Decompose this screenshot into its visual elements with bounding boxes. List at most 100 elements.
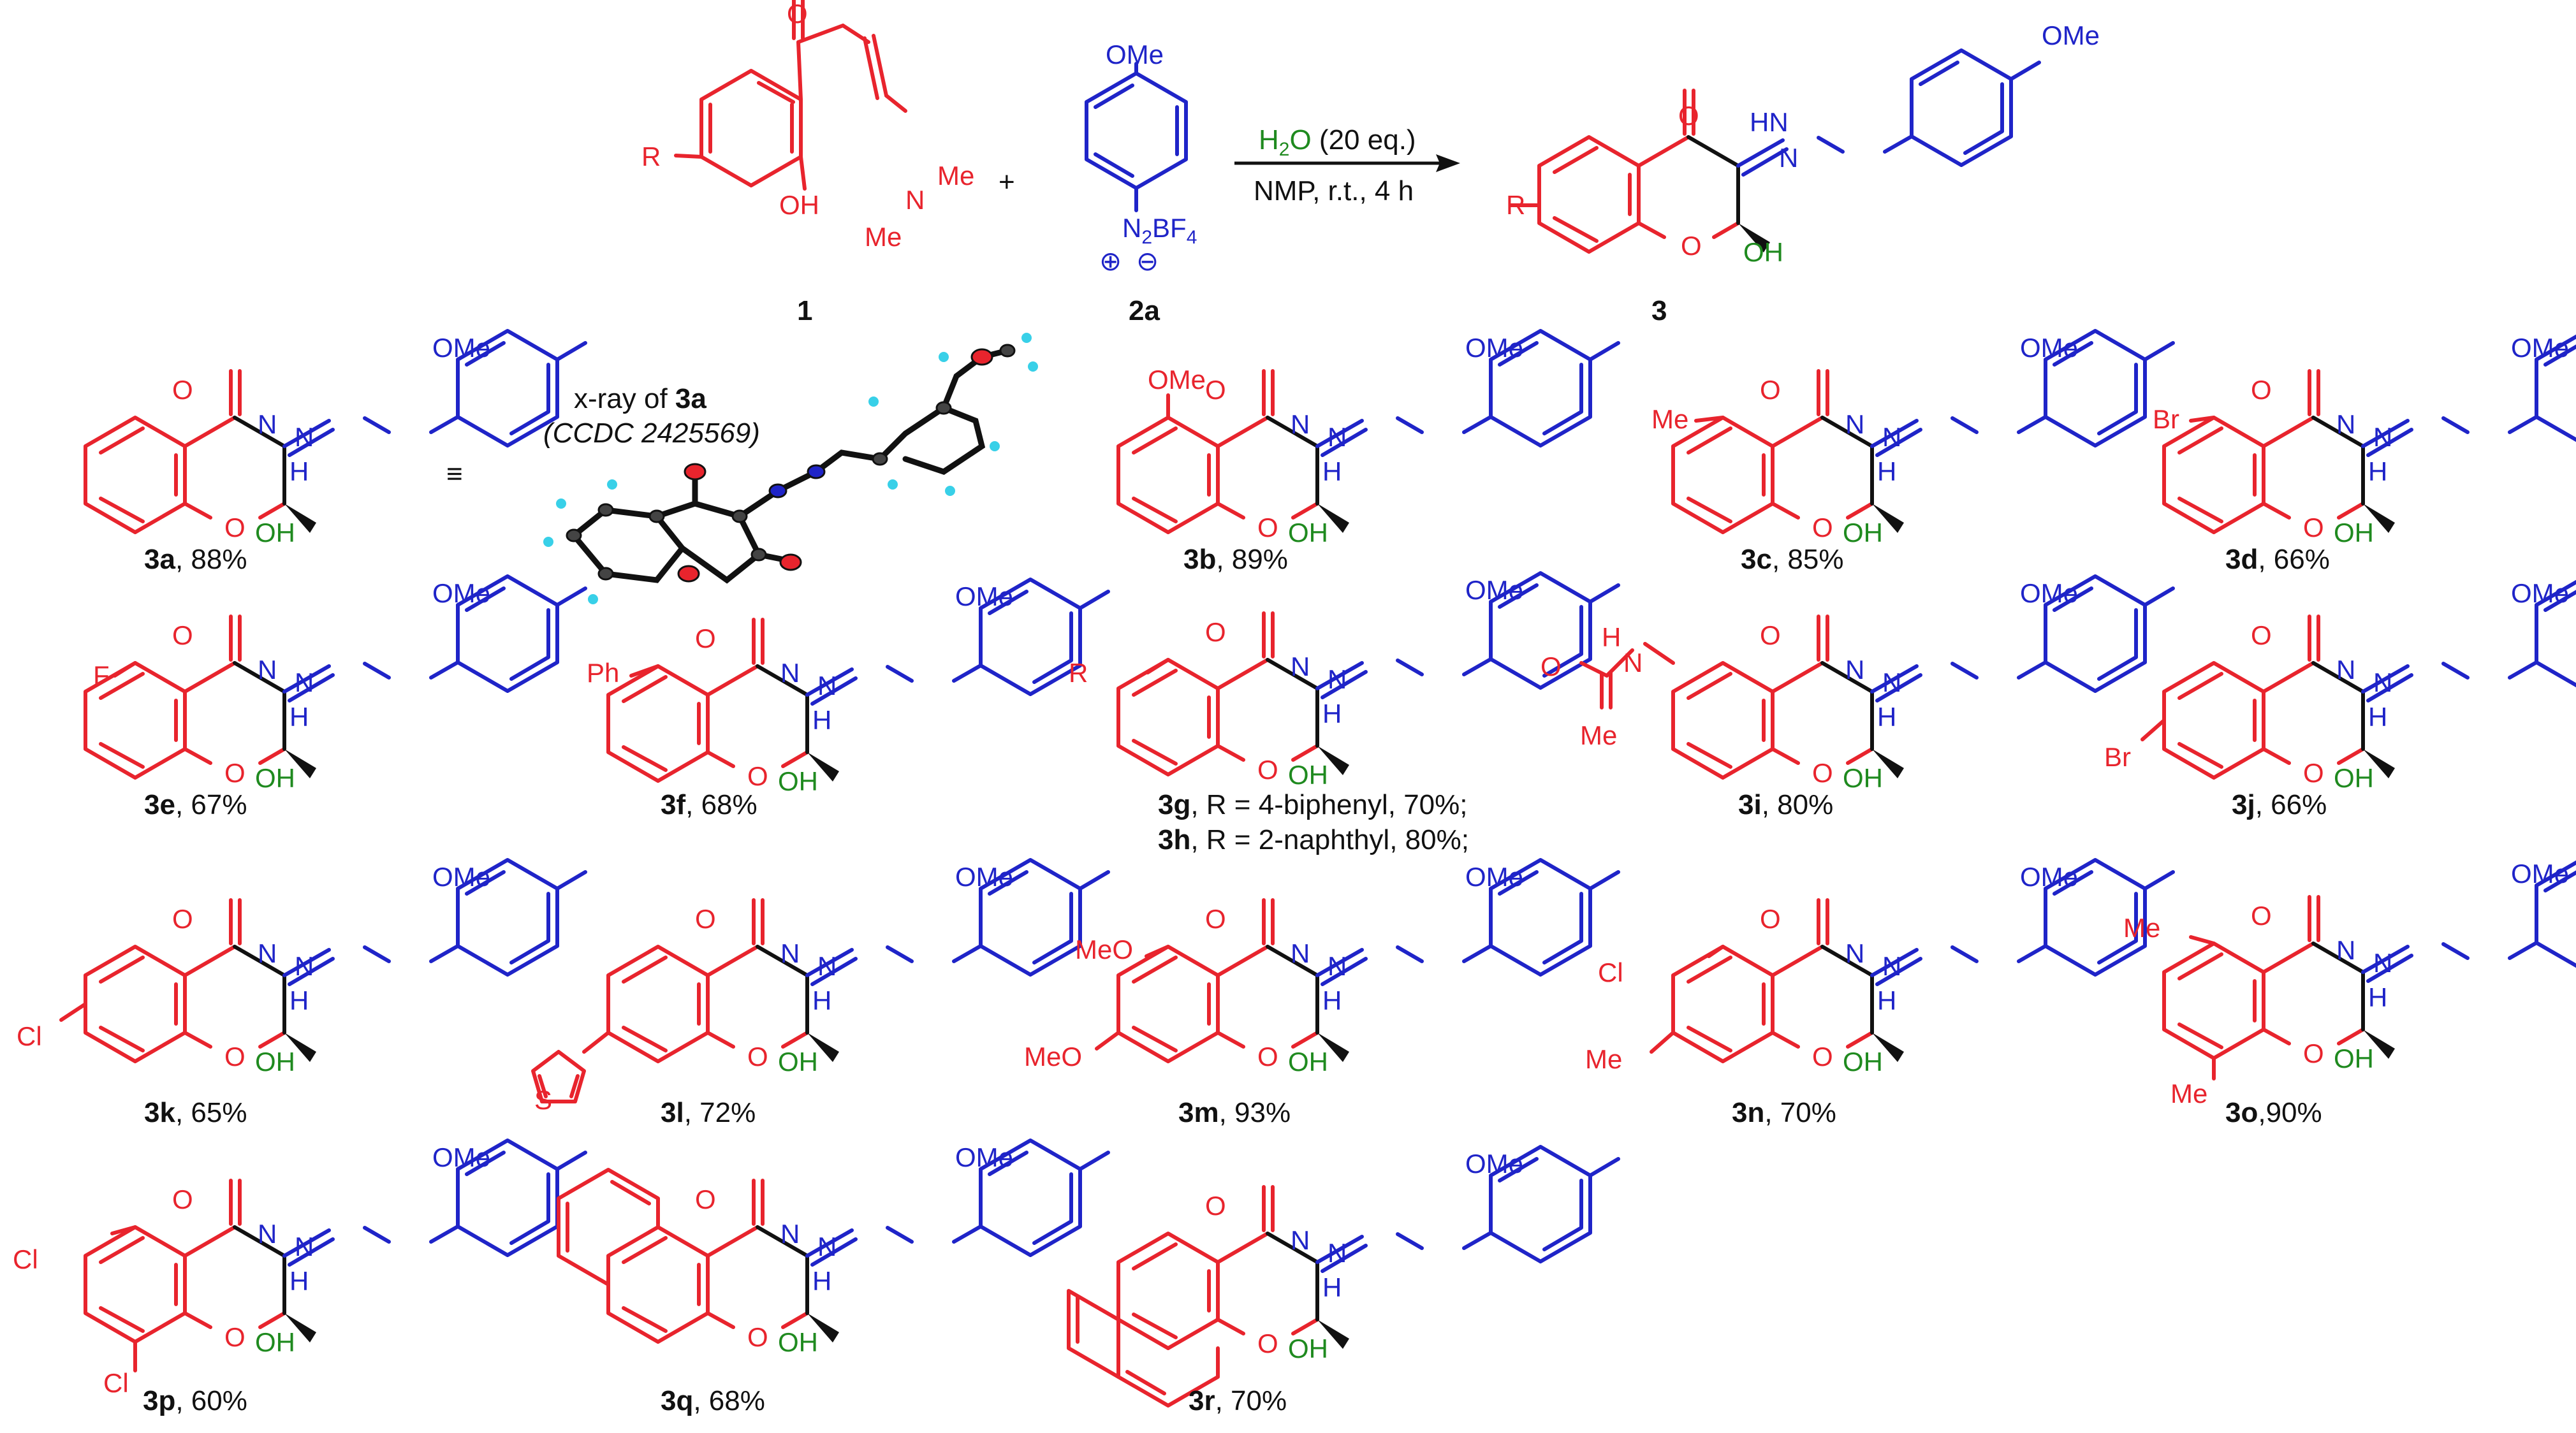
r2-n: N2BF4 — [1122, 213, 1197, 248]
svg-text:O: O — [224, 1322, 245, 1352]
svg-text:N: N — [817, 671, 837, 701]
svg-text:OH: OH — [1843, 763, 1883, 793]
plus-charge: ⊕ — [1099, 246, 1122, 276]
svg-text:N: N — [258, 655, 277, 685]
p3-o-ring: O — [1681, 231, 1702, 261]
svg-text:O: O — [1205, 617, 1226, 647]
p3-oh: OH — [1743, 237, 1783, 267]
svg-text:N: N — [1328, 664, 1347, 694]
svg-text:OMe: OMe — [2020, 578, 2078, 608]
svg-text:H: H — [1877, 456, 1896, 486]
compound-3m: MeO MeO O O OH N N H OMe 3m, 93% — [1024, 860, 1618, 1128]
svg-text:H: H — [812, 1266, 831, 1296]
svg-text:H: H — [1322, 456, 1342, 486]
svg-text:N: N — [1845, 409, 1864, 439]
label-3h: 3h, R = 2-naphthyl, 80%; — [1158, 824, 1469, 855]
svg-text:O: O — [747, 761, 768, 791]
reactant-2a: OMe N2BF4 ⊕ ⊖ 2a — [1085, 40, 1197, 326]
compound-3o: Me Me O O OH N N H OMe 3o,90% — [2123, 857, 2576, 1128]
label-3k: 3k, 65% — [144, 1097, 247, 1128]
svg-text:O: O — [2251, 901, 2272, 931]
product-3: O R HN N OMe O OH 3 — [1506, 20, 2100, 326]
svg-text:O: O — [172, 375, 193, 405]
svg-text:N: N — [295, 1232, 314, 1262]
svg-text:O: O — [1257, 1328, 1278, 1358]
svg-text:O: O — [1205, 1191, 1226, 1221]
svg-text:OH: OH — [255, 1047, 295, 1077]
svg-text:OMe: OMe — [432, 578, 490, 608]
svg-text:O: O — [1760, 620, 1781, 650]
svg-text:OMe: OMe — [2511, 578, 2569, 608]
svg-text:O: O — [695, 904, 716, 934]
svg-text:OH: OH — [778, 1327, 818, 1357]
label-3j: 3j, 66% — [2232, 789, 2327, 820]
svg-text:N: N — [1882, 422, 1901, 452]
svg-text:O: O — [1812, 758, 1833, 788]
svg-text:O: O — [1760, 904, 1781, 934]
svg-text:H: H — [2368, 456, 2387, 486]
p3-r: R — [1506, 190, 1525, 220]
label-3i: 3i, 80% — [1738, 789, 1833, 820]
r1-me2: Me — [865, 222, 902, 252]
r1-me1: Me — [937, 161, 974, 191]
svg-text:OMe: OMe — [1465, 862, 1523, 892]
xray-structure: ≡ x-ray of 3a (CCDC 2425569) — [446, 333, 1038, 604]
svg-text:O: O — [747, 1322, 768, 1352]
svg-text:OMe: OMe — [2511, 333, 2569, 363]
svg-text:H: H — [1877, 702, 1896, 732]
label-3q: 3q, 68% — [661, 1385, 765, 1416]
svg-text:N: N — [1845, 655, 1864, 685]
svg-text:H: H — [812, 986, 831, 1015]
svg-text:N: N — [2336, 935, 2355, 965]
svg-text:OH: OH — [1288, 760, 1328, 790]
svg-text:O: O — [695, 1184, 716, 1214]
svg-text:N: N — [1291, 651, 1310, 681]
r1-r: R — [641, 142, 661, 171]
svg-text:R: R — [1069, 658, 1088, 688]
svg-text:H: H — [1322, 986, 1342, 1015]
svg-text:O: O — [224, 758, 245, 788]
p3-n: N — [1779, 143, 1798, 173]
svg-text:OH: OH — [255, 763, 295, 793]
reaction-arrow: H2O (20 eq.) NMP, r.t., 4 h — [1234, 124, 1460, 207]
minus-charge: ⊖ — [1136, 246, 1159, 276]
compound-3d: Br O O OH N N H OMe 3d, 66% — [2153, 331, 2576, 575]
svg-text:Br: Br — [2153, 404, 2179, 434]
svg-text:O: O — [1812, 1042, 1833, 1072]
svg-text:Me: Me — [2170, 1079, 2207, 1109]
compound-3e: F O O OH N N H OMe 3e, 67% — [85, 576, 585, 820]
reactant-1: O R OH N Me Me 1 — [641, 0, 974, 326]
svg-text:O: O — [224, 513, 245, 542]
label-1: 1 — [797, 295, 812, 326]
svg-text:N: N — [1291, 1225, 1310, 1255]
svg-text:N: N — [295, 951, 314, 981]
svg-text:H: H — [1322, 699, 1342, 729]
svg-text:Me: Me — [1585, 1044, 1622, 1074]
svg-text:O: O — [224, 1042, 245, 1072]
equiv-symbol: ≡ — [446, 458, 463, 490]
svg-text:OH: OH — [1288, 1047, 1328, 1077]
svg-text:N: N — [258, 1219, 277, 1249]
svg-text:H: H — [289, 702, 309, 732]
label-3b: 3b, 89% — [1183, 544, 1288, 575]
r1-n: N — [905, 185, 925, 215]
svg-text:Cl: Cl — [1598, 957, 1623, 987]
svg-text:O: O — [2303, 758, 2324, 788]
r1-oh: OH — [779, 190, 819, 220]
r2-ome: OMe — [1106, 40, 1164, 69]
svg-text:OMe: OMe — [2020, 862, 2078, 892]
reagent-water: H2O (20 eq.) — [1259, 124, 1416, 160]
compound-3a: O O OH N N H OMe 3a, 88% — [85, 331, 585, 575]
svg-text:H: H — [1322, 1272, 1342, 1302]
svg-text:H: H — [289, 1266, 309, 1296]
svg-text:O: O — [2303, 513, 2324, 542]
svg-text:OH: OH — [2334, 763, 2374, 793]
svg-text:N: N — [2373, 667, 2392, 697]
svg-text:H: H — [2368, 982, 2387, 1012]
label-3g: 3g, R = 4-biphenyl, 70%; — [1158, 789, 1468, 820]
label-3n: 3n, 70% — [1732, 1097, 1836, 1128]
svg-text:O: O — [1812, 513, 1833, 542]
svg-text:O: O — [172, 1184, 193, 1214]
svg-text:OH: OH — [255, 518, 295, 548]
svg-text:N: N — [295, 667, 314, 697]
